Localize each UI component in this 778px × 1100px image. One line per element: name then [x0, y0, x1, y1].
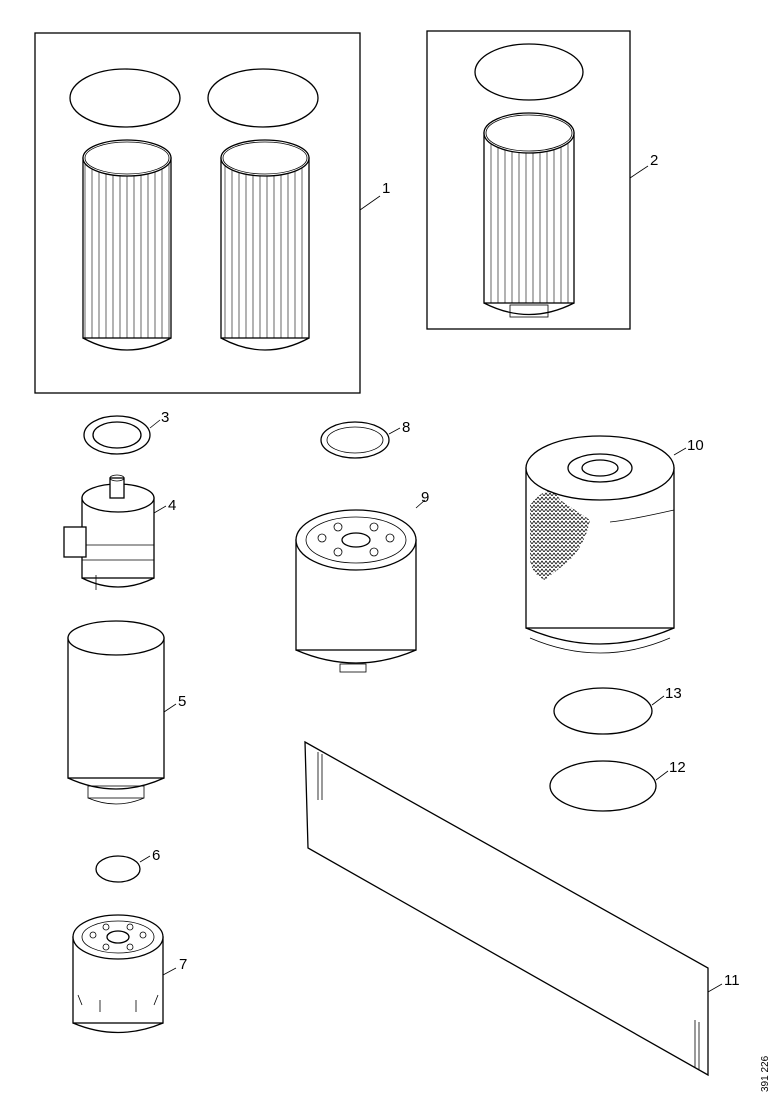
filter-element-icon	[82, 139, 172, 351]
callout-3: 3	[161, 409, 169, 426]
callout-10: 10	[687, 437, 704, 454]
callout-1: 1	[382, 180, 390, 197]
part-3-seal-ring[interactable]	[83, 415, 161, 455]
leader-line-1	[359, 195, 381, 211]
callout-13: 13	[665, 685, 682, 702]
document-number: 391 226	[760, 1055, 771, 1092]
callout-12: 12	[669, 759, 686, 776]
callout-5: 5	[178, 693, 186, 710]
part-11-label-plate[interactable]	[304, 740, 723, 1077]
filter-element-icon	[483, 112, 575, 318]
part-10-filter-cartridge[interactable]	[525, 435, 687, 654]
filter-element-icon	[220, 139, 310, 351]
part-1-filter-kit[interactable]	[34, 32, 381, 394]
callout-4: 4	[168, 497, 176, 514]
part-5-filter-element[interactable]	[67, 620, 177, 805]
callout-11: 11	[724, 972, 740, 989]
leader-line-2	[629, 165, 649, 179]
callout-7: 7	[179, 956, 187, 973]
part-13-o-ring[interactable]	[553, 687, 665, 735]
part-2-filter-kit[interactable]	[426, 30, 649, 330]
part-4-filter-housing[interactable]	[63, 474, 167, 590]
callout-8: 8	[402, 419, 410, 436]
part-8-seal-ring[interactable]	[320, 421, 401, 459]
part-9-spin-on-filter[interactable]	[295, 499, 426, 673]
callout-6: 6	[152, 847, 160, 864]
part-6-o-ring[interactable]	[95, 855, 151, 883]
callout-2: 2	[650, 152, 658, 169]
part-7-spin-on-filter[interactable]	[72, 914, 177, 1034]
part-12-o-ring[interactable]	[549, 760, 669, 812]
callout-9: 9	[421, 489, 429, 506]
